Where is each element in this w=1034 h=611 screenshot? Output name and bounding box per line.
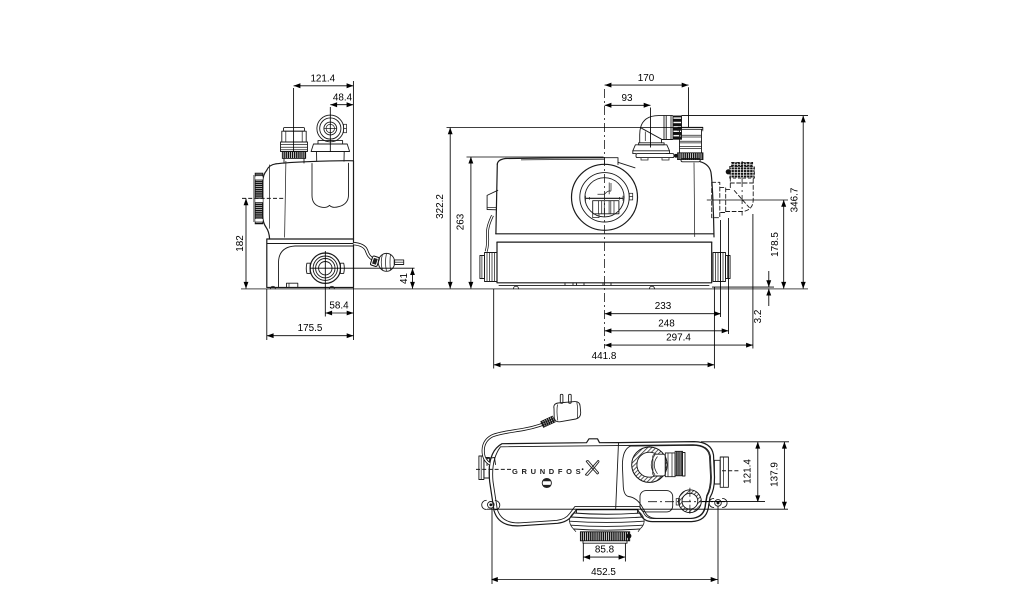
svg-text:85.8: 85.8 [595, 544, 615, 555]
svg-text:48.4: 48.4 [333, 92, 353, 103]
svg-text:441.8: 441.8 [592, 351, 617, 362]
svg-text:182: 182 [235, 235, 246, 251]
svg-text:346.7: 346.7 [789, 188, 800, 213]
svg-text:233: 233 [655, 301, 672, 312]
svg-text:121.4: 121.4 [310, 74, 335, 85]
svg-text:452.5: 452.5 [591, 567, 616, 578]
svg-text:248: 248 [658, 318, 675, 329]
svg-text:41: 41 [399, 273, 410, 284]
svg-text:58.4: 58.4 [329, 301, 349, 312]
svg-text:178.5: 178.5 [770, 232, 781, 257]
svg-text:3.2: 3.2 [753, 310, 764, 324]
svg-text:170: 170 [638, 73, 655, 84]
svg-text:175.5: 175.5 [298, 323, 323, 334]
svg-text:137.9: 137.9 [769, 462, 780, 487]
svg-text:322.2: 322.2 [435, 194, 446, 219]
svg-text:263: 263 [456, 213, 467, 230]
svg-text:297.4: 297.4 [666, 333, 691, 344]
svg-text:121.4: 121.4 [743, 459, 754, 484]
svg-text:93: 93 [622, 93, 633, 104]
